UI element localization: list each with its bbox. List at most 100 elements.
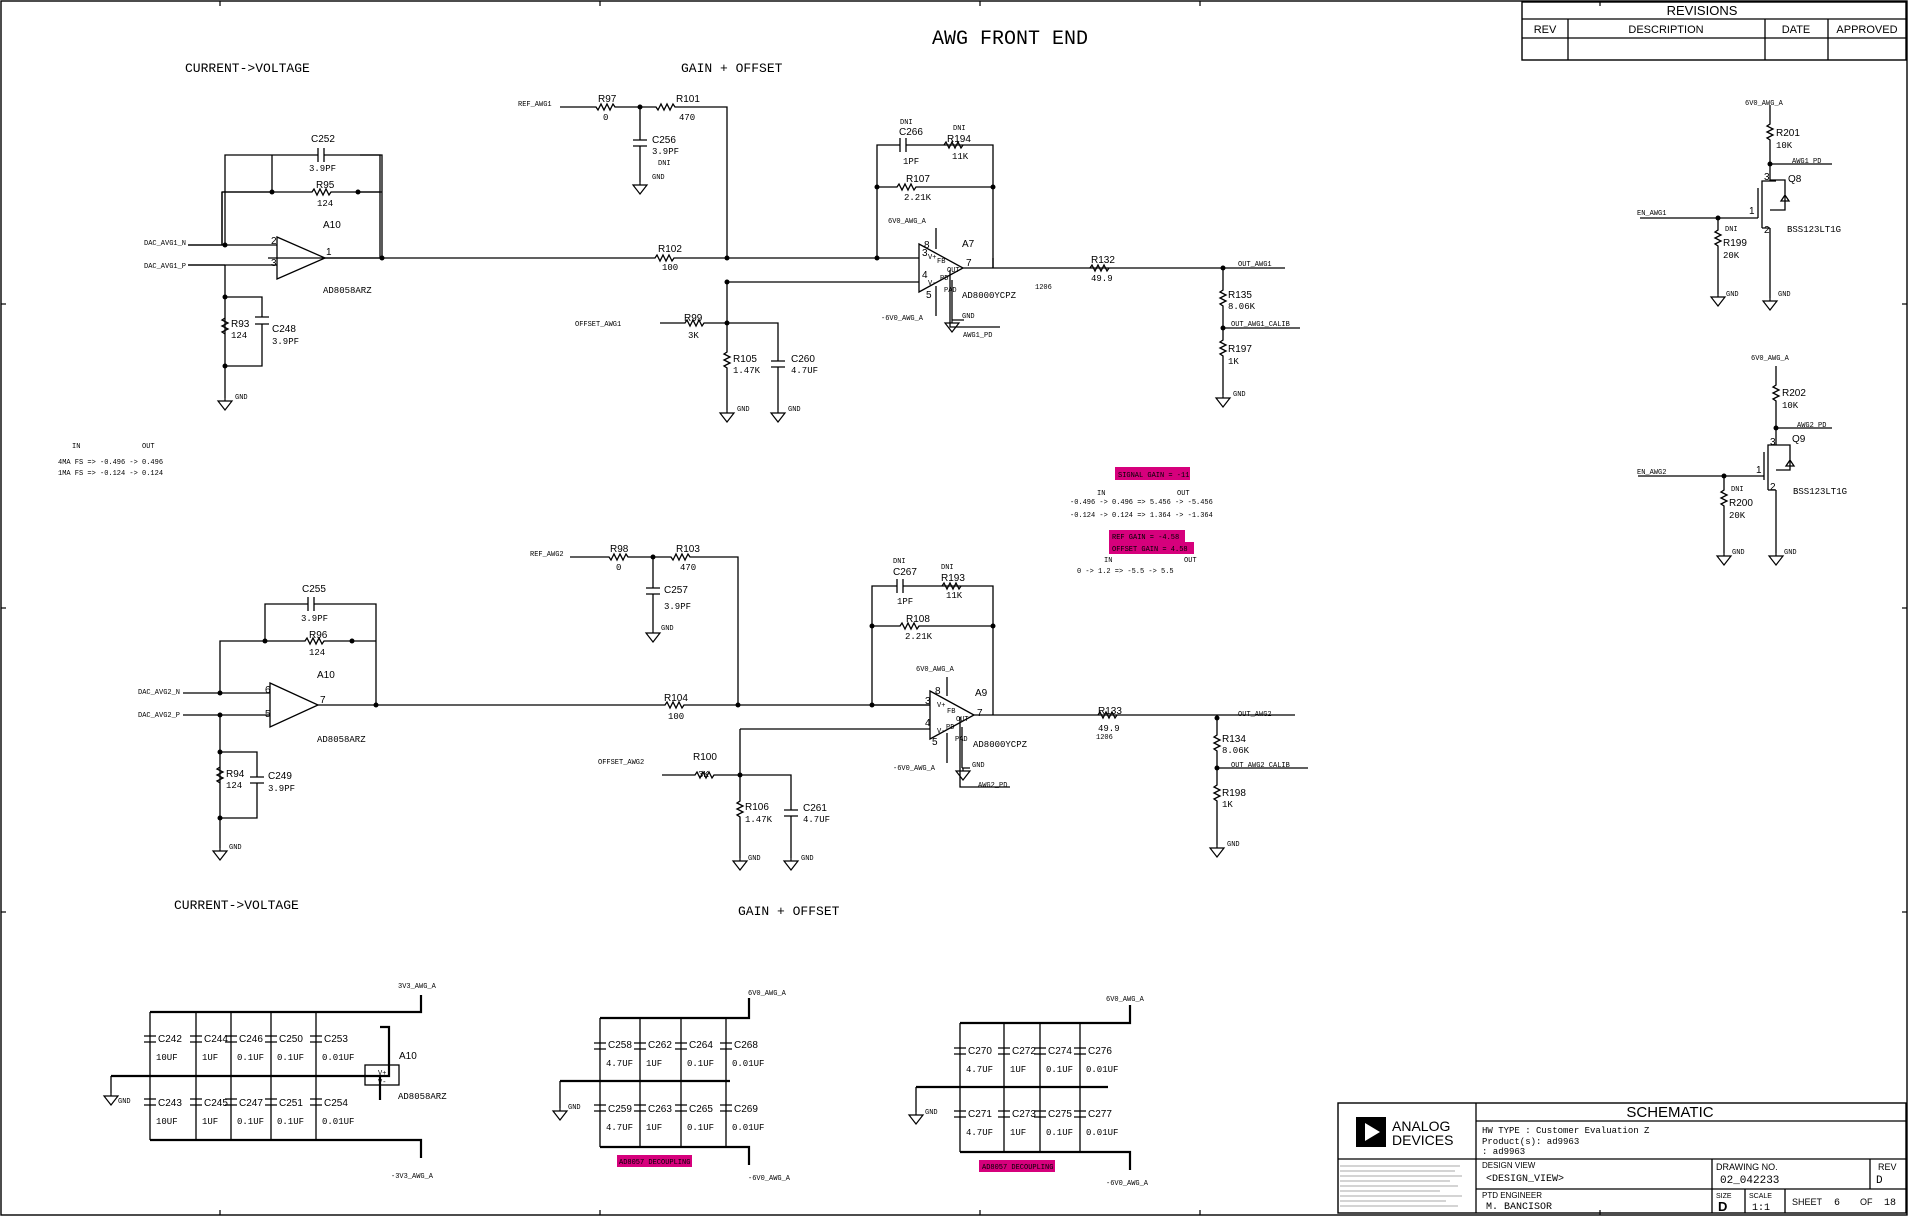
- ref-c248: C248: [272, 324, 296, 335]
- gnd-label: GND: [1784, 549, 1797, 557]
- cap-val-c274: 0.1UF: [1046, 1065, 1073, 1075]
- val-r97: 0: [603, 113, 608, 123]
- net-6v-a7: 6V0_AWG_A: [888, 218, 927, 226]
- capacitor-symbol: [634, 1042, 646, 1050]
- cap-val-c268: 0.01UF: [732, 1059, 764, 1069]
- gnd-label: GND: [1778, 291, 1791, 299]
- dni-r194: DNI: [953, 125, 966, 133]
- net-en-awg2: EN_AWG2: [1637, 469, 1666, 477]
- pin-vn-a9: V-: [937, 728, 945, 736]
- ref-a10-bottom: A10: [317, 670, 335, 681]
- section-gain-bottom: GAIN + OFFSET: [738, 904, 840, 919]
- gnd-label: GND: [748, 855, 761, 863]
- logo-text-2: DEVICES: [1392, 1132, 1453, 1148]
- capacitor-symbol: [675, 1042, 687, 1050]
- of-label: OF: [1860, 1197, 1873, 1207]
- signal-gain-highlight: [1115, 467, 1190, 480]
- ref-r96: R96: [309, 630, 328, 641]
- gain-row-1: -0.496 -> 0.496 => 5.456 -> -5.456: [1070, 499, 1213, 507]
- val-r135: 8.06K: [1228, 302, 1256, 312]
- cap-ref-c244: C244: [204, 1034, 228, 1045]
- cap-ref-c265: C265: [689, 1104, 713, 1115]
- val-r99: 3K: [688, 331, 699, 341]
- section-iv-top: CURRENT->VOLTAGE: [185, 61, 310, 76]
- net-dac-avg2-p: DAC_AVG2_P: [138, 712, 180, 720]
- net-neg6v-bank3: -6V0_AWG_A: [1106, 1180, 1149, 1188]
- offset-gain-highlight: [1109, 542, 1194, 554]
- capacitor-symbol: [265, 1098, 277, 1106]
- dni-c266: DNI: [900, 119, 913, 127]
- dni-c267: DNI: [893, 558, 906, 566]
- pin-vn-a7: V-: [928, 280, 936, 288]
- revisions-title: REVISIONS: [1667, 3, 1738, 18]
- part-a10-bottom: AD8058ARZ: [317, 735, 366, 745]
- val-r134: 8.06K: [1222, 746, 1250, 756]
- val-r194: 11K: [952, 152, 969, 162]
- ref-r99: R99: [684, 313, 703, 324]
- design-view-value: <DESIGN_VIEW>: [1486, 1174, 1564, 1185]
- pin-vn-decoup: V-: [378, 1079, 386, 1087]
- svg-text:5: 5: [932, 737, 938, 748]
- gnd-label: GND: [1233, 391, 1246, 399]
- ref-r97: R97: [598, 94, 617, 105]
- capacitor-symbol: [1034, 1047, 1046, 1055]
- ref-r98: R98: [610, 544, 629, 555]
- io-in-header: IN: [72, 443, 80, 451]
- capacitor-symbol: [1034, 1110, 1046, 1118]
- gnd-label: GND: [1227, 841, 1240, 849]
- opamp-a10-bottom: [269, 681, 320, 729]
- cap-ref-c250: C250: [279, 1034, 303, 1045]
- ref-q8: Q8: [1788, 174, 1802, 185]
- net-awg1-pd-out: AWG1_PD: [963, 332, 992, 340]
- cap-val-c275: 0.1UF: [1046, 1128, 1073, 1138]
- val-r103: 470: [680, 563, 696, 573]
- net-ref-awg2: REF_AWG2: [530, 551, 564, 559]
- pin-vp-a9: V+: [937, 702, 945, 710]
- net-offset-awg1: OFFSET_AWG1: [575, 321, 621, 329]
- cap-ref-c272: C272: [1012, 1046, 1036, 1057]
- cap-val-c243: 10UF: [156, 1117, 178, 1127]
- decoupling-highlight-1: [617, 1155, 692, 1167]
- offset-in-header: IN: [1104, 557, 1112, 565]
- offset-gain-label: OFFSET GAIN = 4.58: [1112, 546, 1188, 554]
- cap-val-c262: 1UF: [646, 1059, 662, 1069]
- rev-header: REV: [1534, 24, 1557, 36]
- pkg-r132: 1206: [1035, 284, 1052, 292]
- net-6v-bank2: 6V0_AWG_A: [748, 990, 787, 998]
- val-r193: 11K: [946, 591, 963, 601]
- cap-val-c259: 4.7UF: [606, 1123, 633, 1133]
- val-r102: 100: [662, 263, 678, 273]
- val-r200: 20K: [1729, 511, 1746, 521]
- ref-r199: R199: [1723, 238, 1747, 249]
- part-q8: BSS123LT1G: [1787, 225, 1841, 235]
- date-header: DATE: [1782, 24, 1811, 36]
- decoupling-bank-2: [552, 998, 751, 1165]
- net-dac-avg1-p: DAC_AVG1_P: [144, 263, 186, 271]
- gain-stage-top: [382, 102, 1300, 423]
- capacitor-symbol: [634, 1104, 646, 1112]
- offset-out-header: OUT: [1184, 557, 1197, 565]
- cap-val-c251: 0.1UF: [277, 1117, 304, 1127]
- val-r132: 49.9: [1091, 274, 1113, 284]
- capacitor-symbol: [594, 1104, 606, 1112]
- svg-text:2: 2: [1770, 482, 1776, 493]
- val-r101: 470: [679, 113, 695, 123]
- part-a9: AD8000YCPZ: [973, 740, 1028, 750]
- ref-r93: R93: [231, 319, 250, 330]
- decoupling-highlight-2: [979, 1160, 1055, 1172]
- svg-text:1: 1: [1749, 206, 1755, 217]
- val-c257: 3.9PF: [664, 602, 691, 612]
- cap-val-c242: 10UF: [156, 1053, 178, 1063]
- svg-text:5: 5: [926, 290, 932, 301]
- cap-ref-c275: C275: [1048, 1109, 1072, 1120]
- product-2: : ad9963: [1482, 1147, 1525, 1157]
- net-awg1-pd: AWG1_PD: [1792, 158, 1821, 166]
- cap-ref-c264: C264: [689, 1040, 713, 1051]
- val-r104: 100: [668, 712, 684, 722]
- title-block: [1337, 1102, 1907, 1214]
- capacitor-symbol: [998, 1110, 1010, 1118]
- pin-pd-a9: PD: [946, 724, 954, 732]
- val-c248: 3.9PF: [272, 337, 299, 347]
- gnd-label: GND: [801, 855, 814, 863]
